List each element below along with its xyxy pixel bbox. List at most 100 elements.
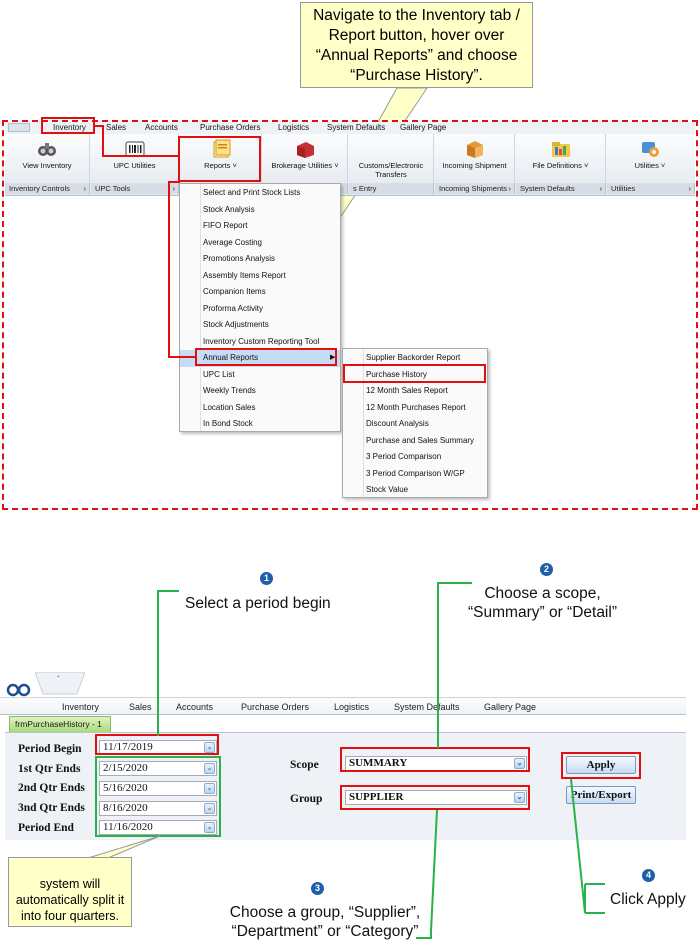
button-label: Customs/Electronic: [358, 161, 424, 170]
customs-electronic-transfers-button[interactable]: Customs/Electronic Transfers: [349, 134, 434, 182]
tab-purchase-orders[interactable]: Purchase Orders: [241, 702, 310, 712]
reports-button[interactable]: Reports ˅: [180, 134, 262, 182]
chevron-down-icon[interactable]: ⌄: [514, 758, 525, 769]
menu-item-annual-reports[interactable]: Annual Reports: [180, 350, 340, 367]
highlight-purchase-history: [343, 364, 486, 383]
menu-item[interactable]: Average Costing: [203, 237, 262, 247]
view-inventory-button[interactable]: View Inventory: [5, 134, 90, 182]
highlight-reports-button: [178, 136, 261, 182]
leader-line-1: [157, 590, 179, 592]
menu-item[interactable]: Companion Items: [203, 287, 266, 296]
menu-item[interactable]: 3 Period Comparison: [366, 452, 442, 461]
menu-item[interactable]: 12 Month Sales Report: [366, 386, 448, 395]
utilities-icon: [642, 142, 659, 157]
group-label: UPC Tools: [95, 184, 131, 193]
chevron-down-icon[interactable]: ⌄: [204, 742, 215, 753]
q3-label: 3nd Qtr Ends: [18, 802, 85, 814]
box-icon: [466, 141, 483, 158]
chevron-down-icon[interactable]: ⌄: [204, 763, 215, 774]
incoming-shipment-button[interactable]: Incoming Shipment: [435, 134, 515, 182]
chevron-down-icon[interactable]: ⌄: [204, 803, 215, 814]
field-value: 11/17/2019: [103, 741, 153, 753]
note-choose-group-2: “Department” or “Category”: [231, 923, 419, 940]
menu-item[interactable]: In Bond Stock: [203, 419, 253, 428]
menu-item[interactable]: 3 Period Comparison W/GP: [366, 468, 465, 478]
folder-icon: [551, 142, 570, 157]
menu-item[interactable]: Select and Print Stock Lists: [203, 188, 301, 197]
group-label: System Defaults: [520, 184, 575, 193]
tab-system-defaults[interactable]: System Defaults: [327, 123, 386, 132]
utilities-button[interactable]: Utilities ˅: [607, 134, 693, 182]
group-label: Group: [290, 793, 323, 805]
chevron-down-icon[interactable]: ⌄: [204, 822, 215, 833]
chevron-down-icon[interactable]: ⌄: [204, 783, 215, 794]
q1-end-field[interactable]: 2/15/2020⌄: [99, 761, 217, 776]
q3-end-field[interactable]: 8/16/2020⌄: [99, 801, 217, 816]
tab-purchase-orders[interactable]: Purchase Orders: [200, 123, 261, 132]
highlight-scope: [340, 747, 530, 772]
chevron-down-icon[interactable]: ⌄: [514, 792, 525, 803]
period-begin-field[interactable]: 11/17/2019 ⌄: [99, 740, 217, 755]
crate-icon: [297, 142, 314, 158]
menu-item[interactable]: Stock Value: [366, 485, 409, 494]
menu-gutter: [200, 184, 201, 431]
menu-item[interactable]: Proforma Activity: [203, 303, 264, 313]
tab-sales[interactable]: Sales: [106, 123, 127, 132]
leader-line-2: [437, 582, 439, 748]
q2-end-field[interactable]: 5/16/2020⌄: [99, 781, 217, 796]
step-1-marker: 1: [260, 572, 273, 585]
button-label: Utilities ˅: [634, 161, 666, 170]
button-label: Reports ˅: [204, 161, 237, 170]
group-select[interactable]: SUPPLIER ⌄: [345, 790, 527, 805]
tab-logistics[interactable]: Logistics: [278, 123, 310, 132]
group-inventory-controls: Inventory Controls›: [5, 183, 90, 194]
menu-item-purchase-history[interactable]: Purchase History: [366, 369, 427, 379]
period-end-field[interactable]: 11/16/2020⌄: [99, 820, 217, 835]
tab-accounts[interactable]: Accounts: [145, 123, 178, 132]
document-tab[interactable]: frmPurchaseHistory - 1: [9, 716, 111, 732]
tab-gallery-page[interactable]: Gallery Page: [484, 702, 537, 712]
tab-inventory[interactable]: Inventory: [62, 702, 100, 712]
menu-item[interactable]: Location Sales: [203, 402, 256, 412]
q2-label: 2nd Qtr Ends: [18, 782, 85, 794]
menu-item[interactable]: UPC List: [203, 369, 235, 379]
menu-item[interactable]: Promotions Analysis: [203, 254, 276, 263]
menu-item[interactable]: Inventory Custom Reporting Tool: [203, 336, 320, 346]
menu-item[interactable]: Supplier Backorder Report: [366, 353, 461, 362]
ribbon-tab-bar: Inventory Sales Accounts Purchase Orders…: [5, 122, 695, 134]
screenshot-frame: [2, 120, 698, 510]
tab-gallery-page[interactable]: Gallery Page: [400, 123, 447, 132]
print-export-button[interactable]: Print/Export: [566, 786, 636, 804]
group-label: Utilities: [611, 184, 636, 193]
connector-line: [102, 125, 104, 157]
menu-item[interactable]: Stock Adjustments: [203, 320, 269, 329]
tab-inventory[interactable]: Inventory: [53, 123, 86, 132]
menu-item[interactable]: FIFO Report: [203, 221, 248, 230]
button-label: File Definitions ˅: [532, 161, 589, 170]
tab-logistics[interactable]: Logistics: [334, 702, 370, 712]
tab-sales[interactable]: Sales: [129, 702, 152, 712]
note-select-period: Select a period begin: [185, 595, 331, 612]
button-label: Transfers: [375, 170, 407, 179]
app-orb[interactable]: [8, 123, 30, 132]
button-label: View Inventory: [22, 161, 72, 170]
apply-button[interactable]: Apply: [566, 756, 636, 774]
menu-item[interactable]: 12 Month Purchases Report: [366, 402, 466, 412]
file-definitions-button[interactable]: File Definitions ˅: [516, 134, 606, 182]
menu-item[interactable]: Weekly Trends: [203, 386, 256, 395]
tab-system-defaults[interactable]: System Defaults: [394, 702, 460, 712]
split-quarters-callout: system will automatically split it into …: [8, 857, 132, 927]
menu-item[interactable]: Purchase and Sales Summary: [366, 435, 475, 445]
group-entry: s Entry: [349, 183, 434, 194]
svg-text:ˇ: ˇ: [57, 675, 60, 684]
form-tab-bar: Inventory Sales Accounts Purchase Orders…: [0, 697, 686, 715]
menu-item[interactable]: Assembly Items Report: [203, 270, 286, 280]
quick-access-chevron-icon[interactable]: ˇ: [35, 672, 85, 697]
menu-item[interactable]: Discount Analysis: [366, 419, 429, 428]
menu-item[interactable]: Stock Analysis: [203, 204, 255, 214]
field-value: SUPPLIER: [349, 791, 404, 803]
period-end-label: Period End: [18, 822, 74, 834]
tab-accounts[interactable]: Accounts: [176, 702, 214, 712]
brokerage-utilities-button[interactable]: Brokerage Utilities ˅: [263, 134, 348, 182]
